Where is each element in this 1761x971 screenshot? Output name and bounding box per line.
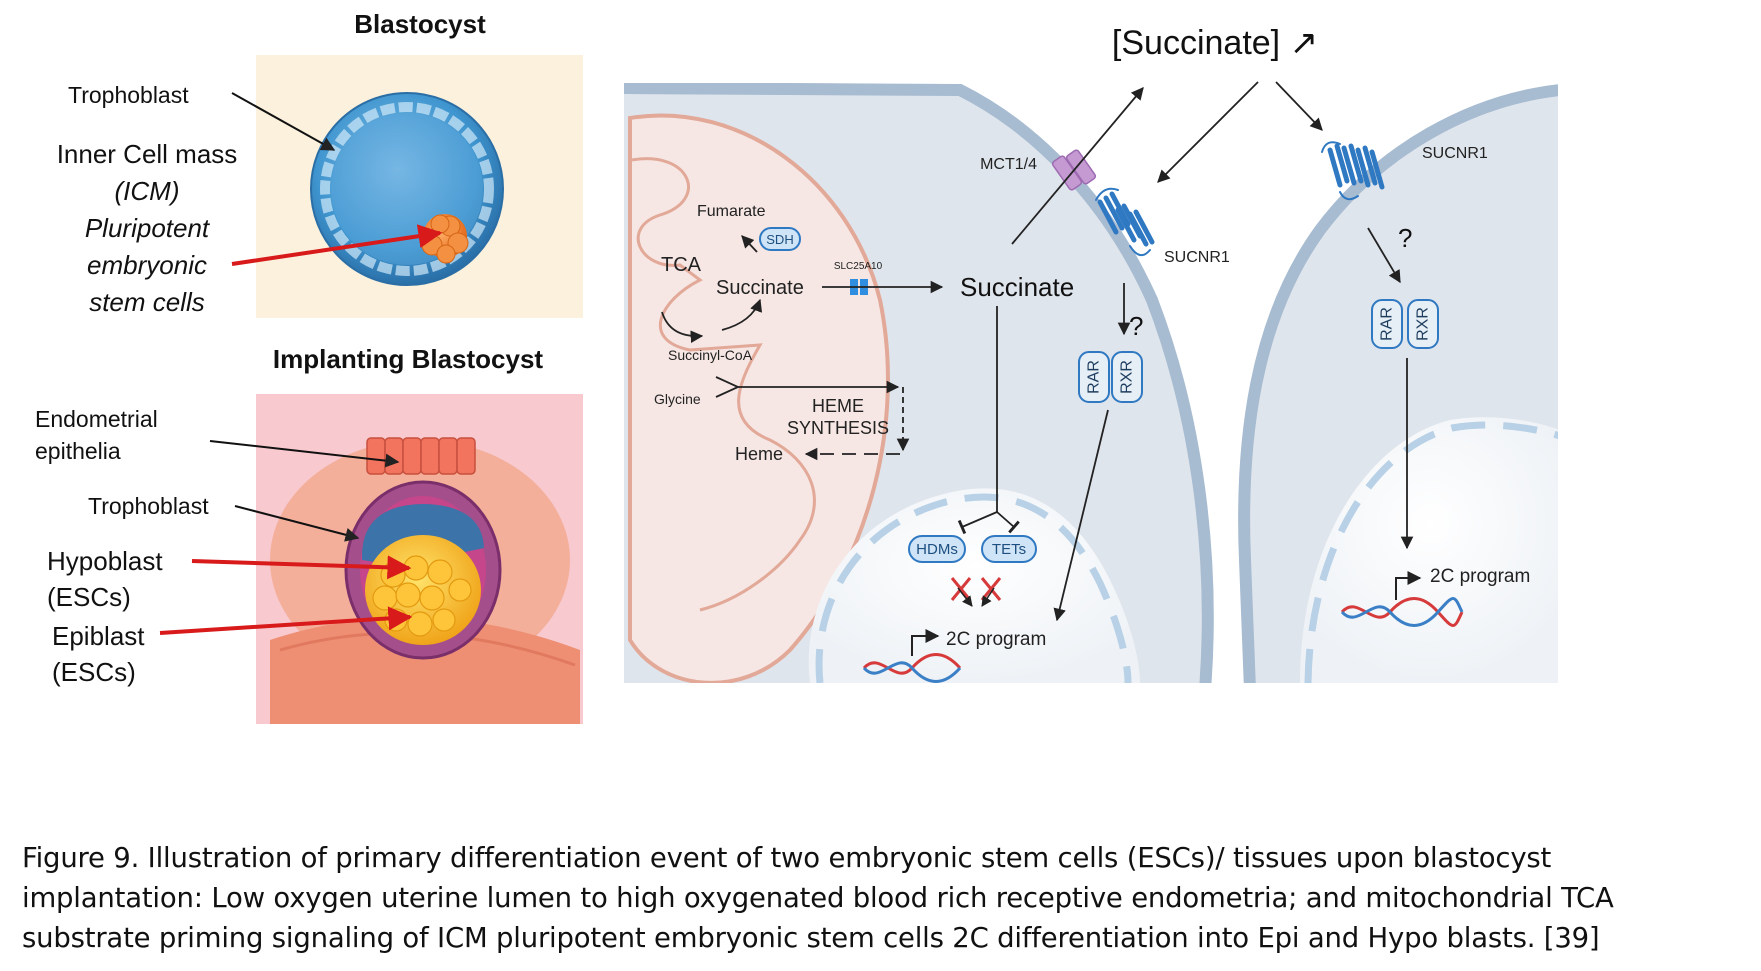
succinyl-coa-label: Succinyl-CoA: [668, 347, 753, 363]
rxr-label-b: RXR: [1415, 307, 1432, 341]
rar-label-a: RAR: [1086, 360, 1103, 394]
mct-label: MCT1/4: [980, 156, 1037, 173]
hypoblast-label-line-2: (ESCs): [47, 582, 131, 612]
program-label-a: 2C program: [946, 629, 1046, 650]
endometrial-label-line-1: Endometrial: [35, 406, 158, 432]
caption-line-1: Figure 9. Illustration of primary differ…: [22, 842, 1552, 874]
tets-badge: TETs: [981, 535, 1037, 563]
arrow-to-sucnr1-b: [1275, 81, 1323, 131]
succinate-outside-label: [Succinate] ↗: [1112, 24, 1318, 62]
arrow-sucnr1-b-down: [1367, 227, 1401, 284]
glycine-label: Glycine: [654, 391, 701, 407]
sdh-badge: SDH: [759, 227, 801, 251]
blastocyst-title: Blastocyst: [354, 9, 486, 39]
caption-line-2: implantation: Low oxygen uterine lumen t…: [22, 882, 1614, 914]
program-label-b: 2C program: [1430, 566, 1530, 587]
mct-transporter: [1051, 149, 1097, 191]
hypoblast-red-arrow: [191, 555, 412, 580]
blastocyst-panel: Blastocyst Trophoblast Inner Cell mass (…: [57, 9, 583, 318]
sucnr1-receptor-b: [1321, 141, 1385, 201]
implanting-title: Implanting Blastocyst: [273, 344, 543, 374]
inhibition-branch-tet: [996, 511, 1020, 534]
sdh-label: SDH: [766, 232, 793, 247]
icm-label-line-5: stem cells: [89, 287, 205, 317]
tets-label: TETs: [992, 541, 1026, 558]
left-cell-membrane: [624, 83, 1214, 683]
rar-rxr-b: RAR RXR: [1371, 299, 1439, 349]
epiblast-red-arrow: [159, 606, 413, 635]
endometrial-arrow: [209, 440, 400, 468]
blastocyst-illustration: [310, 92, 504, 286]
trophoblast-arrow-1: [231, 92, 336, 151]
icm-red-arrow: [231, 224, 443, 266]
question-mark-b: ?: [1398, 223, 1412, 253]
transcription-arrow-b: [1395, 571, 1422, 600]
arrow-efflux: [1011, 87, 1144, 245]
icm-label-line-4: embryonic: [87, 250, 207, 280]
icm-label-line-1: Inner Cell mass: [57, 139, 238, 169]
tca-cycle-arrow-2: [721, 298, 763, 331]
trophoblast-arrow-2: [234, 505, 360, 542]
heme-synthesis-line-2: SYNTHESIS: [787, 418, 889, 438]
arrow-rar-a-to-program: [1053, 409, 1109, 622]
figure-caption: Figure 9. Illustration of primary differ…: [22, 838, 1742, 958]
rxr-label-a: RXR: [1119, 360, 1136, 394]
arrow-hdm-dna: [957, 587, 973, 607]
trophoblast-label-1: Trophoblast: [68, 82, 189, 108]
left-nucleus: [808, 488, 1140, 683]
epiblast-label-line-1: Epiblast: [52, 621, 145, 651]
mitochondrion-cristae: [631, 157, 816, 612]
arrow-tet-dna: [981, 587, 995, 607]
hdms-badge: HDMs: [908, 535, 966, 563]
arrow-to-sucnr1-a: [1157, 81, 1259, 183]
dna-helix-b: [1340, 597, 1464, 627]
slc-label: SLC25A10: [834, 261, 883, 272]
sucnr1-label-b: SUCNR1: [1422, 145, 1488, 162]
pathway-panel: [Succinate] ↗: [624, 24, 1558, 683]
inhibition-branch-hdm: [957, 511, 998, 535]
rar-rxr-a: RAR RXR: [1078, 351, 1143, 403]
tca-label: TCA: [661, 254, 702, 276]
right-nucleus: [1300, 417, 1558, 683]
succinate-cyto-label: Succinate: [960, 272, 1074, 302]
hypoblast-label-line-1: Hypoblast: [47, 546, 163, 576]
heme-synthesis-line-1: HEME: [812, 396, 864, 416]
dna-helix-a: [862, 653, 962, 683]
arrow-to-fumarate: [741, 235, 758, 253]
mitochondrion: [628, 113, 890, 683]
endometrium-illustration: [270, 437, 580, 724]
fumarate-label: Fumarate: [697, 203, 766, 220]
succinate-mito-label: Succinate: [716, 277, 804, 299]
sucnr1-receptor-a: [1095, 187, 1155, 257]
epithelial-cells: [366, 437, 476, 475]
icm-label-line-3: Pluripotent: [85, 213, 211, 243]
epiblast-label-line-2: (ESCs): [52, 657, 136, 687]
endometrial-label-line-2: epithelia: [35, 438, 121, 464]
rar-label-b: RAR: [1379, 307, 1396, 341]
heme-label: Heme: [735, 444, 783, 464]
question-mark-a: ?: [1129, 311, 1143, 341]
icm-label-line-2: (ICM): [115, 176, 180, 206]
trophoblast-label-2: Trophoblast: [88, 493, 209, 519]
sucnr1-label-a: SUCNR1: [1164, 249, 1230, 266]
icm-label: Inner Cell mass (ICM) Pluripotent embryo…: [57, 139, 238, 317]
tca-cycle-arrow-1: [661, 311, 704, 343]
caption-line-3: substrate priming signaling of ICM pluri…: [22, 922, 1600, 954]
hdms-label: HDMs: [916, 541, 958, 558]
transcription-arrow-a: [911, 629, 940, 656]
implanting-panel: Implanting Blastocyst: [35, 344, 583, 724]
right-cell-membrane: [1238, 84, 1558, 683]
